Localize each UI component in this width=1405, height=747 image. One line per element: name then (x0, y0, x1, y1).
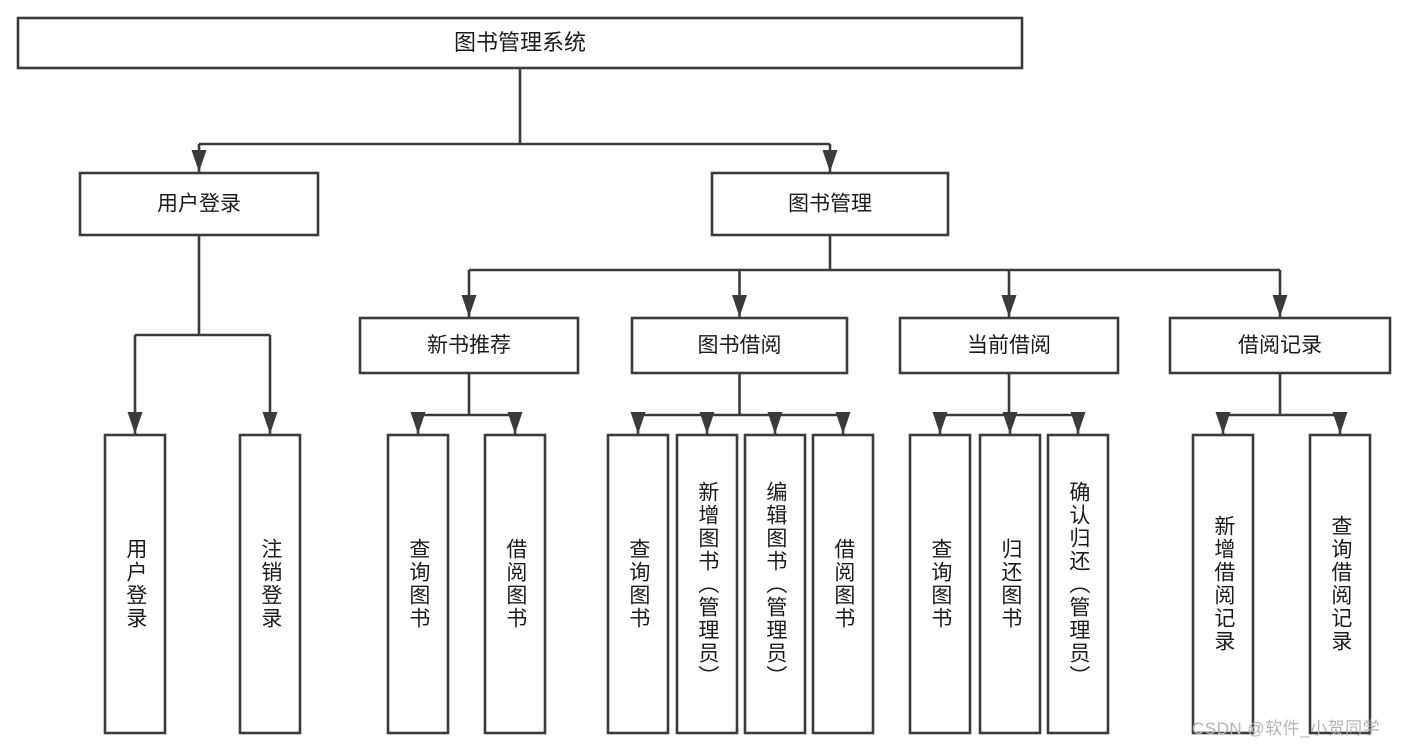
arrow-head-icon (1002, 412, 1018, 434)
node-leaf-query-borrow-record[interactable] (1308, 433, 1372, 735)
node-leaf-add-borrow-record[interactable] (1191, 433, 1255, 735)
node-label-book-borrow: 图书借阅 (698, 334, 782, 357)
csdn-watermark: CSDN @软件_小贺同学 (1192, 719, 1381, 738)
node-label-new-book-recommend: 新书推荐 (427, 334, 511, 357)
arrow-head-icon (630, 412, 646, 434)
node-leaf-query-book-2[interactable] (606, 433, 670, 735)
node-book-borrow[interactable] (630, 316, 849, 375)
node-leaf-borrow-book-2[interactable] (811, 433, 875, 735)
arrow-head-icon (507, 412, 523, 434)
node-leaf-user-login[interactable] (103, 433, 167, 735)
arrow-head-icon (127, 412, 143, 434)
node-new-book-recommend[interactable] (358, 316, 580, 375)
arrow-head-icon (1272, 295, 1288, 317)
node-leaf-query-book-3[interactable] (908, 433, 972, 735)
node-label-book-manage: 图书管理 (788, 193, 872, 216)
arrow-head-icon (699, 412, 715, 434)
arrow-head-icon (191, 150, 207, 172)
node-root[interactable] (16, 16, 1024, 70)
connector-layer (127, 68, 1348, 434)
node-borrow-record[interactable] (1168, 316, 1392, 375)
arrow-head-icon (932, 412, 948, 434)
node-leaf-return-book[interactable] (978, 433, 1042, 735)
arrow-head-icon (767, 412, 783, 434)
arrow-head-icon (732, 295, 747, 317)
node-book-manage[interactable] (710, 171, 950, 237)
box-layer (16, 16, 1392, 735)
arrow-head-icon (1215, 412, 1231, 434)
node-current-borrow[interactable] (898, 316, 1120, 375)
node-leaf-add-book[interactable] (675, 433, 739, 735)
arrow-head-icon (262, 412, 278, 434)
arrow-head-icon (822, 150, 838, 172)
node-leaf-user-logout[interactable] (238, 433, 302, 735)
arrow-head-icon (410, 412, 426, 434)
node-label-borrow-record: 借阅记录 (1238, 334, 1322, 357)
arrow-head-icon (1070, 412, 1086, 434)
node-leaf-borrow-book-1[interactable] (483, 433, 547, 735)
arrow-head-icon (461, 295, 477, 317)
node-leaf-edit-book[interactable] (743, 433, 807, 735)
node-user-login[interactable] (78, 171, 320, 237)
node-leaf-confirm-return[interactable] (1046, 433, 1110, 735)
node-label-root: 图书管理系统 (454, 30, 586, 55)
node-label-current-borrow: 当前借阅 (967, 334, 1051, 357)
arrow-head-icon (1332, 412, 1348, 434)
arrow-head-icon (835, 412, 851, 434)
node-label-user-login: 用户登录 (157, 193, 241, 216)
node-leaf-query-book-1[interactable] (386, 433, 450, 735)
arrow-head-icon (1001, 295, 1017, 317)
